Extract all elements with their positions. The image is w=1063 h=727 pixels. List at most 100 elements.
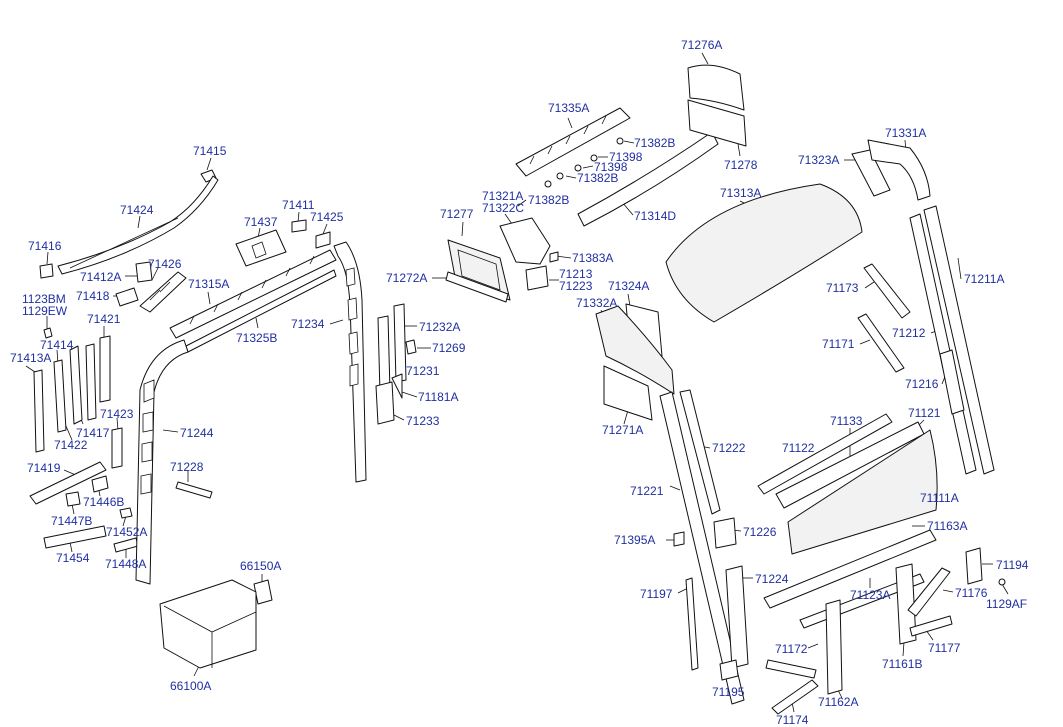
part-label[interactable]: 71228 <box>170 460 204 474</box>
part-label[interactable]: 71161B <box>882 657 923 671</box>
part-label[interactable]: 71454 <box>56 551 90 565</box>
part-label[interactable]: 71413A <box>10 351 52 365</box>
part-label[interactable]: 71446B <box>83 495 125 509</box>
part-label[interactable]: 71272A <box>386 271 428 285</box>
pillar-71221 <box>659 391 745 705</box>
pillar-71234 <box>333 241 367 483</box>
bracket-71194 <box>965 547 983 585</box>
part-label[interactable]: 71111A <box>920 491 959 505</box>
part-label[interactable]: 71226 <box>743 525 777 539</box>
part-label[interactable]: 71437 <box>244 215 278 229</box>
part-label[interactable]: 71426 <box>148 257 182 271</box>
bracket-71181A <box>391 373 403 399</box>
part-label[interactable]: 71277 <box>440 207 474 221</box>
part-label[interactable]: 71322C <box>482 201 525 215</box>
part-label[interactable]: 71419 <box>27 461 61 475</box>
part-label[interactable]: 71194 <box>996 558 1029 572</box>
bracket-71447B <box>65 491 81 507</box>
part-label[interactable]: 71171 <box>822 337 855 351</box>
part-label[interactable]: 71271A <box>602 423 644 437</box>
part-label[interactable]: 71234 <box>291 317 325 331</box>
part-label[interactable]: 71383A <box>572 251 614 265</box>
part-label[interactable]: 71223 <box>559 279 593 293</box>
part-label[interactable]: 71276A <box>681 38 723 52</box>
part-label[interactable]: 71177 <box>928 641 961 655</box>
part-label[interactable]: 71222 <box>712 441 746 455</box>
part-label[interactable]: 71173 <box>826 281 859 295</box>
part-label[interactable]: 71231 <box>406 364 440 378</box>
part-label[interactable]: 71447B <box>51 514 93 528</box>
part-label[interactable]: 71313A <box>720 186 762 200</box>
part-label[interactable]: 66100A <box>170 679 212 693</box>
part-label[interactable]: 71415 <box>193 144 227 158</box>
part-label[interactable]: 71448A <box>105 557 147 571</box>
part-label[interactable]: 71416 <box>28 239 62 253</box>
part-label[interactable]: 71314D <box>634 209 677 223</box>
part-label[interactable]: 71195 <box>712 685 745 699</box>
part-label[interactable]: 71176 <box>955 586 988 600</box>
part-label[interactable]: 71412A <box>80 270 122 284</box>
part-label[interactable]: 71224 <box>755 572 789 586</box>
part-label[interactable]: 71417 <box>76 426 110 440</box>
part-label[interactable]: 71121 <box>908 406 941 420</box>
strip-71171 <box>857 313 905 373</box>
part-label[interactable]: 71197 <box>640 587 673 601</box>
part-label[interactable]: 71162A <box>818 695 859 709</box>
part-label[interactable]: 1129AF <box>986 597 1028 611</box>
part-label[interactable]: 71163A <box>927 519 968 533</box>
bracket-71277 <box>447 239 511 301</box>
part-label[interactable]: 71315A <box>188 277 230 291</box>
part-label[interactable]: 71414 <box>40 338 74 352</box>
center-parts <box>375 64 931 425</box>
panel-71332A <box>595 305 675 395</box>
part-label[interactable]: 71244 <box>180 426 214 440</box>
part-label[interactable]: 71213 <box>559 267 593 281</box>
part-label[interactable]: 1129EW <box>22 304 68 318</box>
part-label[interactable]: 71216 <box>905 377 939 391</box>
part-label[interactable]: 71181A <box>418 390 459 404</box>
part-label[interactable]: 71122 <box>782 441 815 455</box>
part-label[interactable]: 71382B <box>634 136 676 150</box>
part-label[interactable]: 71269 <box>432 341 466 355</box>
panel-71331A <box>867 139 931 201</box>
part-label[interactable]: 71324A <box>608 279 650 293</box>
bracket-71426 <box>139 271 187 313</box>
part-label[interactable]: 71395A <box>614 533 656 547</box>
part-label[interactable]: 71321A <box>482 189 524 203</box>
part-label[interactable]: 71335A <box>548 101 590 115</box>
part-label[interactable]: 71382B <box>577 171 619 185</box>
part-label[interactable]: 71398 <box>594 160 628 174</box>
rail-71315A <box>169 249 337 339</box>
part-label[interactable]: 71382B <box>528 193 570 207</box>
part-label[interactable]: 71233 <box>406 414 440 428</box>
part-label[interactable]: 71212 <box>892 326 926 340</box>
part-label[interactable]: 71133 <box>830 414 863 428</box>
part-label[interactable]: 71425 <box>310 210 344 224</box>
post-71414 <box>53 359 67 433</box>
part-label[interactable]: 71332A <box>576 296 618 310</box>
part-label[interactable]: 71418 <box>76 289 110 303</box>
part-label[interactable]: 71174 <box>776 713 809 727</box>
bracket-71226 <box>713 517 737 549</box>
part-label[interactable]: 71331A <box>885 126 927 140</box>
part-label[interactable]: 71411 <box>282 198 315 212</box>
part-label[interactable]: 71123A <box>850 588 891 602</box>
part-label[interactable]: 71422 <box>54 438 88 452</box>
part-label[interactable]: 71424 <box>120 203 154 217</box>
part-label[interactable]: 71323A <box>798 153 840 167</box>
part-label[interactable]: 71452A <box>106 525 148 539</box>
roof-71313A <box>665 183 863 323</box>
part-label[interactable]: 71221 <box>630 484 664 498</box>
block-71412A <box>135 261 153 283</box>
part-label[interactable]: 71423 <box>100 407 134 421</box>
part-label[interactable]: 71278 <box>724 158 758 172</box>
part-label[interactable]: 1123BM <box>22 292 66 306</box>
part-label[interactable]: 71421 <box>87 312 121 326</box>
part-label[interactable]: 71172 <box>775 642 808 656</box>
part-label[interactable]: 71398 <box>609 150 643 164</box>
part-label[interactable]: 71211A <box>964 272 1005 286</box>
panel-71232A-b <box>393 303 407 383</box>
part-label[interactable]: 71232A <box>419 320 461 334</box>
part-label[interactable]: 66150A <box>240 559 282 573</box>
part-label[interactable]: 71325B <box>236 331 278 345</box>
